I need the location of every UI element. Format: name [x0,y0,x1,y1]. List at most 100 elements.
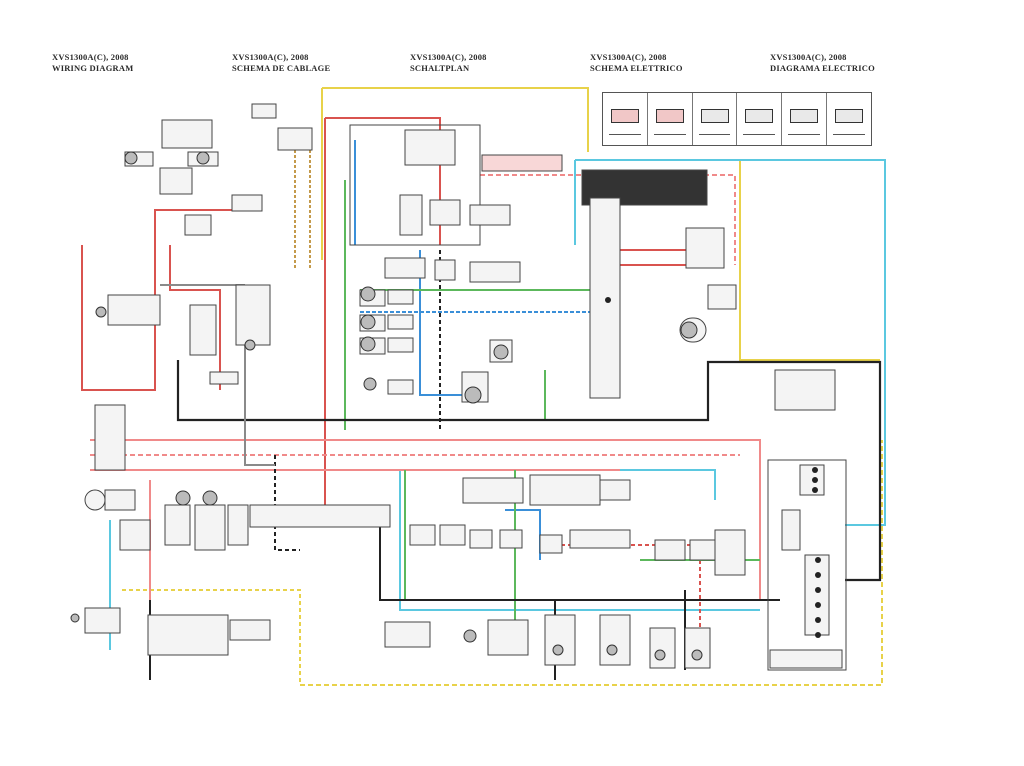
lamp-indicator [691,649,703,661]
lamp-indicator [493,344,509,360]
sensor-block [399,194,423,236]
sensor-block [469,204,511,226]
main-fuse [159,167,193,195]
switch-left [164,504,191,546]
relay [654,539,686,561]
connector [409,524,436,546]
legend-cell [648,93,693,145]
header-model: XVS1300A(C), 2008 [410,52,487,62]
stator-connector [487,619,529,656]
wire-yellow [322,87,589,152]
speed-sensor [707,284,737,310]
lamp-indicator [360,336,376,352]
wire-yellow [122,589,301,685]
wire-cyan [575,159,886,526]
header-model: XVS1300A(C), 2008 [232,52,309,62]
wire-yellow [739,160,880,361]
turn-signal-relay [184,214,212,236]
legend-cell [603,93,648,145]
connector [469,529,493,549]
ecu-connector [599,479,631,501]
wire-brown [294,140,311,270]
switch-left [194,504,226,551]
connector [387,314,414,330]
rear-connector [781,509,801,551]
relay [689,539,716,561]
connector [539,534,563,554]
indicator-light [685,227,725,269]
relay [714,529,746,576]
lamp-indicator [552,644,564,656]
header-french: XVS1300A(C), 2008 SCHEMA DE CABLAGE [232,52,330,74]
bus-bar [249,504,391,528]
relay-unit [277,127,313,151]
header-title: SCHEMA ELETTRICO [590,63,683,73]
lamp-indicator [70,613,80,623]
front-turn-signals [147,614,229,656]
wire-red [81,209,240,391]
rear-connector [804,554,830,636]
fuel-pump [469,261,521,283]
header-spanish: XVS1300A(C), 2008 DIAGRAMA ELECTRICO [770,52,875,74]
color-code-legend [602,92,872,146]
wire-cyan [399,470,760,611]
lamp-indicator [244,339,256,351]
wire-yellow-dashed [300,440,883,686]
header-model: XVS1300A(C), 2008 [770,52,847,62]
legend-cell [782,93,828,145]
lamp-indicator [654,649,666,661]
ground-block [209,371,239,385]
header-english: XVS1300A(C), 2008 WIRING DIAGRAM [52,52,133,74]
license-light [84,607,121,634]
lamp-indicator [202,490,218,506]
lamp-indicator [360,314,376,330]
legend-cell [693,93,738,145]
connector [499,529,523,549]
lamp-indicator [175,490,191,506]
wire-pink [90,439,761,600]
stator-connector [384,621,431,648]
tail-light [774,369,836,411]
coil [544,614,576,666]
lamp-indicator [196,151,210,165]
connector-block [481,154,563,172]
starter-relay [231,194,263,212]
oil-sensor [434,259,456,281]
coil [599,614,631,666]
sensor-block [429,199,461,226]
header-model: XVS1300A(C), 2008 [52,52,129,62]
connector [387,337,414,353]
header-title: SCHALTPLAN [410,63,470,73]
connector [387,289,414,305]
fuse-row [94,404,126,471]
wire-blue [419,250,470,396]
fuse-block [251,103,277,119]
coil [684,627,711,669]
connector [439,524,466,546]
wire-black [176,360,882,582]
lamp-indicator [463,629,477,643]
horn-switch [104,489,136,511]
horn [384,257,426,279]
rear-signal-block [769,649,843,669]
ecu-connector [529,474,601,506]
regulator [235,284,271,346]
ecu [349,124,481,246]
header-title: DIAGRAMA ELECTRICO [770,63,875,73]
lamp-indicator [360,286,376,302]
rear-turn-signal [229,619,271,641]
legend-cell [737,93,783,145]
lamp-indicator [363,377,377,391]
wire-pink-dashed [480,174,736,265]
taillight-assembly [767,459,847,671]
battery [107,294,161,326]
fuel-sensor [84,489,106,511]
header-italian: XVS1300A(C), 2008 SCHEMA ELETTRICO [590,52,683,74]
connector [569,529,631,549]
lamp-indicator [606,644,618,656]
starter-motor [189,304,217,356]
legend-cell [827,93,871,145]
lamp-indicator [680,321,698,339]
header-title: SCHEMA DE CABLAGE [232,63,331,73]
